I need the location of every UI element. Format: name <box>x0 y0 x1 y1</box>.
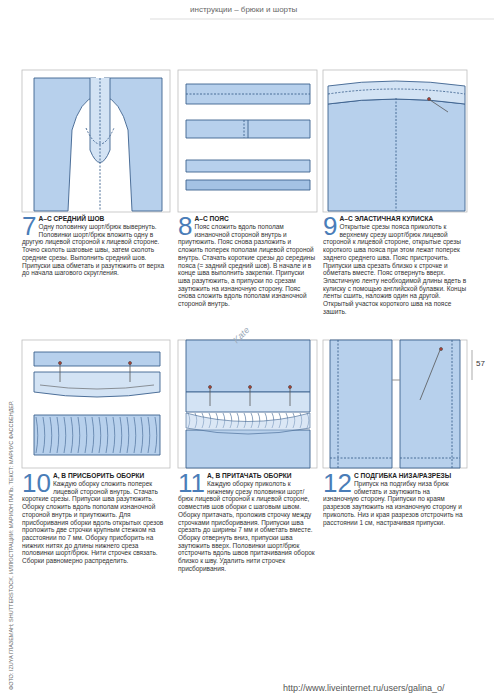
step-text: Каждую оборку сложить поперек лицевой ст… <box>22 480 170 565</box>
step-number: 12 <box>323 472 352 494</box>
running-head: инструкции – брюки и шорты <box>190 5 297 14</box>
step-block: 10А, В ПРИСБОРИТЬ ОБОРКИКаждую оборку сл… <box>22 472 170 565</box>
step-text: Одну половинку шорт/брюк вывернуть. Поло… <box>22 223 170 277</box>
step-heading: А–С ПОЯС <box>178 215 317 223</box>
step-text: Каждую оборку приколоть к нижнему срезу … <box>178 480 317 572</box>
step-text: Открытые срезы пояса приколоть к верхнем… <box>323 223 467 315</box>
step-block: 9А–С ЭЛАСТИЧНАЯ КУЛИСКАОткрытые срезы по… <box>323 215 467 315</box>
step-heading: С ПОДГИБКА НИЗА/РАЗРЕЗЫ <box>323 472 467 480</box>
step-number: 7 <box>22 215 36 237</box>
gathers <box>36 417 157 453</box>
step-heading: А, В ПРИСБОРИТЬ ОБОРКИ <box>22 472 170 480</box>
step-heading: А, В ПРИТАЧАТЬ ОБОРКИ <box>178 472 317 480</box>
step-number: 9 <box>323 215 337 237</box>
step-heading: А–С СРЕДНИЙ ШОВ <box>22 215 170 223</box>
step-number: 10 <box>22 472 51 494</box>
step-number: 11 <box>178 472 205 494</box>
ruffle <box>186 413 310 434</box>
step-text: Пояс сложить вдоль пополам изнаночной ст… <box>178 223 317 308</box>
step-block: 12С ПОДГИБКА НИЗА/РАЗРЕЗЫПрипуск на подг… <box>323 472 467 526</box>
step-block: 11А, В ПРИТАЧАТЬ ОБОРКИКаждую оборку при… <box>178 472 317 572</box>
watermark-url: http://www.liveinternet.ru/users/galina_… <box>283 683 445 693</box>
step-text: Припуск на подгибку низа брюк обметать и… <box>323 480 467 526</box>
step-heading: А–С ЭЛАСТИЧНАЯ КУЛИСКА <box>323 215 467 223</box>
step-block: 7А–С СРЕДНИЙ ШОВОдну половинку шорт/брюк… <box>22 215 170 277</box>
credits: ФОТО: IZUYA ГЛАЗЕМАН; SHUTTERSTOCK. ИЛЛЮ… <box>8 380 14 690</box>
step-block: 8А–С ПОЯСПояс сложить вдоль пополам изна… <box>178 215 317 308</box>
step-number: 8 <box>178 215 192 237</box>
page-number: 57 <box>476 359 485 368</box>
